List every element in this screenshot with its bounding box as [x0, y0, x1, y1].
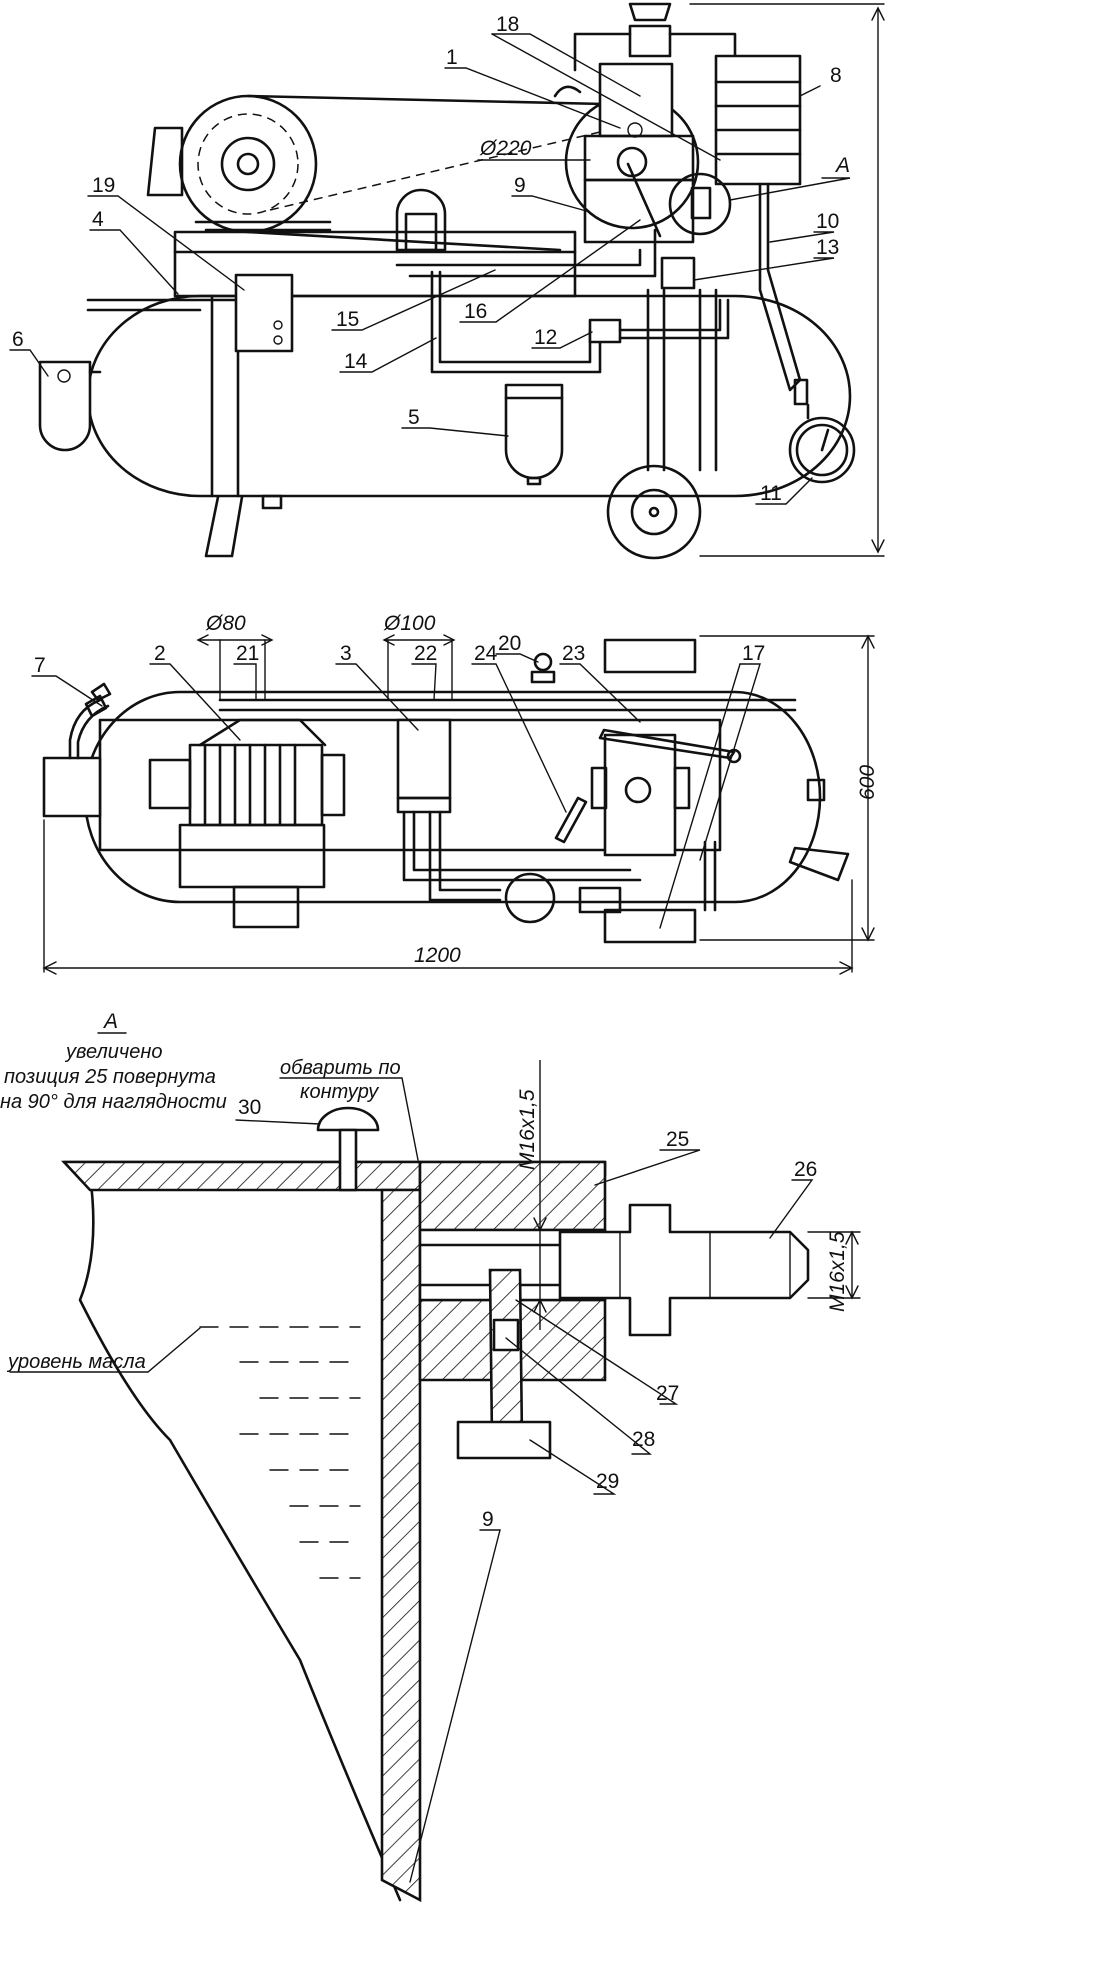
label-23: 23 — [562, 642, 585, 665]
crankcase-wall — [380, 1188, 422, 1903]
label-15: 15 — [336, 308, 359, 331]
label-9-side: 9 — [514, 174, 526, 197]
breather-cap — [316, 1106, 380, 1132]
callout-labels: 18 1 8 Ø220 A 19 9 4 10 13 15 16 6 12 14… — [0, 13, 879, 1531]
label-7: 7 — [34, 654, 46, 677]
label-16: 16 — [464, 300, 487, 323]
air-filter — [395, 188, 447, 252]
detail-note-2: позиция 25 повернута — [4, 1066, 216, 1088]
nut-29 — [456, 1420, 552, 1460]
label-17: 17 — [742, 642, 765, 665]
oil-cooler-radiator — [714, 54, 802, 186]
label-4: 4 — [92, 208, 104, 231]
label-3: 3 — [340, 642, 352, 665]
label-25: 25 — [666, 1128, 689, 1151]
dimension-d220: Ø220 — [479, 137, 532, 160]
label-9-detail: 9 — [482, 1508, 494, 1531]
label-18: 18 — [496, 13, 519, 36]
air-filter-top — [396, 718, 452, 800]
oil-level-label: уровень масла — [6, 1351, 146, 1373]
side-view — [38, 2, 885, 560]
detail-view-a — [61, 1060, 861, 1903]
label-21: 21 — [236, 642, 259, 665]
label-11: 11 — [760, 482, 782, 505]
drain-valve-top — [42, 756, 102, 818]
detail-note-1: увеличено — [64, 1041, 162, 1063]
label-30: 30 — [238, 1096, 261, 1119]
top-view — [42, 634, 875, 975]
label-26: 26 — [794, 1158, 817, 1181]
label-12: 12 — [534, 326, 557, 349]
boss-25 — [418, 1160, 607, 1232]
receiver-tank — [86, 294, 852, 498]
label-22: 22 — [414, 642, 437, 665]
dimension-m16-vertical: M16x1,5 — [516, 1089, 539, 1170]
check-valve — [588, 318, 622, 344]
label-10: 10 — [816, 210, 839, 233]
crankcase-wall-top — [61, 1160, 422, 1192]
label-29: 29 — [596, 1470, 619, 1493]
label-6: 6 — [12, 328, 24, 351]
label-24: 24 — [474, 642, 498, 665]
label-27: 27 — [656, 1382, 679, 1405]
label-19: 19 — [92, 174, 115, 197]
manometer — [788, 416, 856, 484]
label-2: 2 — [154, 642, 166, 665]
detail-title: A — [102, 1010, 118, 1033]
label-14: 14 — [344, 350, 368, 373]
label-1: 1 — [446, 46, 458, 69]
drain-cup — [38, 360, 92, 452]
drive-belt — [246, 94, 606, 106]
label-20: 20 — [498, 632, 521, 655]
receiver-tank-top — [83, 690, 822, 904]
pressure-switch — [660, 256, 696, 290]
dimension-600: 600 — [856, 765, 879, 800]
dimension-d100: Ø100 — [383, 612, 436, 635]
transport-wheel — [606, 464, 702, 560]
dimension-1200: 1200 — [414, 944, 461, 967]
oil-level-marks — [199, 1326, 361, 1579]
leader-lines — [9, 33, 851, 1883]
label-5: 5 — [408, 406, 420, 429]
fitting-26 — [558, 1203, 810, 1337]
filter-separator-top — [504, 872, 556, 924]
electric-motor-top — [148, 758, 192, 810]
label-13: 13 — [816, 236, 839, 259]
detail-note-3: на 90° для наглядности — [0, 1091, 227, 1113]
weld-note-1: обварить по — [280, 1057, 401, 1079]
dimension-d80: Ø80 — [205, 612, 246, 635]
label-A-side: A — [834, 154, 850, 177]
electrical-box — [234, 273, 294, 353]
label-8: 8 — [830, 64, 842, 87]
weld-note-2: контуру — [300, 1081, 379, 1103]
compressor-head-top — [603, 733, 677, 857]
oil-pickup-tube — [488, 1268, 524, 1442]
label-28: 28 — [632, 1428, 655, 1451]
oil-cooler-top — [603, 638, 697, 674]
dimension-m16-fitting: M16x1,5 — [826, 1231, 849, 1312]
motor-pulley — [178, 94, 318, 234]
